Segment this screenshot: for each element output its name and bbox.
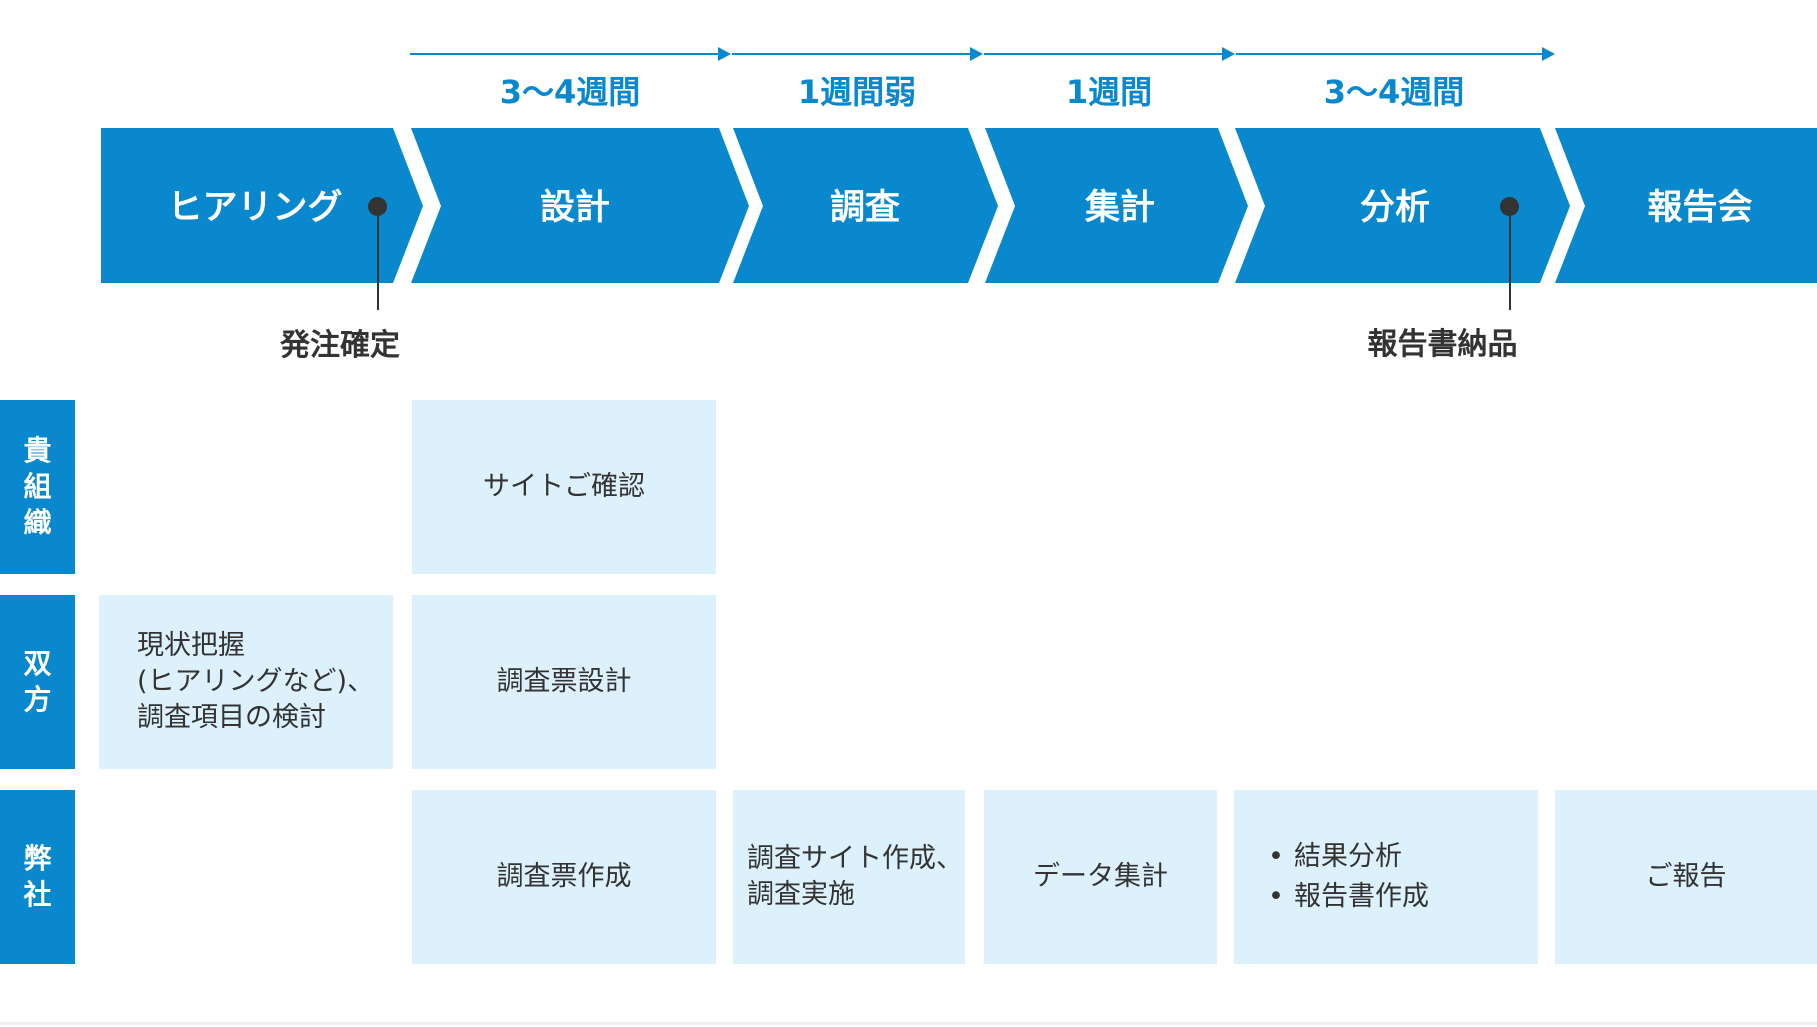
phase-label-report: 報告会 xyxy=(1647,188,1753,228)
task-site-check-text: サイトご確認 xyxy=(483,471,645,502)
phase-chevron-design xyxy=(411,128,749,283)
phase-label-analysis: 分析 xyxy=(1359,188,1430,228)
task-questionnaire-design: 調査票設計 xyxy=(412,595,716,769)
duration-arrow-line-3 xyxy=(984,53,1224,55)
phase-label-hearing: ヒアリング xyxy=(167,188,343,228)
phase-chevron-hearing xyxy=(101,128,423,283)
party-client: 貴組織 xyxy=(0,400,75,574)
task-current-state: 現状把握 (ヒアリングなど)、 調査項目の検討 xyxy=(99,595,393,769)
party-client-label: 貴組織 xyxy=(23,434,52,539)
duration-label-survey: 1週間弱 xyxy=(797,73,917,111)
duration-arrow-line-1 xyxy=(410,53,722,55)
phase-label-survey: 調査 xyxy=(829,188,900,228)
task-data-tabulation-text: データ集計 xyxy=(1033,861,1168,892)
milestone-order-confirmed: 発注確定 xyxy=(280,328,400,363)
list-item: 結果分析 xyxy=(1268,837,1429,877)
party-us: 弊社 xyxy=(0,790,75,964)
duration-label-design: 3〜4週間 xyxy=(499,73,641,111)
phase-chevron-survey xyxy=(733,128,998,283)
list-item: 報告書作成 xyxy=(1268,877,1429,917)
phase-label-tabulation: 集計 xyxy=(1084,188,1155,228)
arrow-right-icon xyxy=(1222,47,1235,61)
arrow-right-icon xyxy=(1542,47,1555,61)
milestone-stem-delivery xyxy=(1509,210,1511,310)
task-report: ご報告 xyxy=(1555,790,1817,964)
task-survey-site-text: 調査サイト作成、 調査実施 xyxy=(747,843,963,910)
task-report-text: ご報告 xyxy=(1645,861,1727,892)
duration-label-tabulation: 1週間 xyxy=(1065,73,1153,111)
phase-label-design: 設計 xyxy=(539,188,610,228)
phase-chevron-analysis xyxy=(1235,128,1570,283)
task-questionnaire-creation-text: 調査票作成 xyxy=(496,861,632,892)
duration-arrow-line-2 xyxy=(732,53,972,55)
party-both-label: 双方 xyxy=(23,647,52,716)
phase-chevron-band xyxy=(101,128,1817,283)
milestone-dot-icon xyxy=(1500,197,1519,216)
phase-chevron-report xyxy=(1555,128,1817,283)
task-survey-site: 調査サイト作成、 調査実施 xyxy=(733,790,965,964)
arrow-right-icon xyxy=(970,47,983,61)
task-site-check: サイトご確認 xyxy=(412,400,716,574)
party-us-label: 弊社 xyxy=(23,842,52,911)
milestone-stem-order xyxy=(377,210,379,310)
task-analysis: 結果分析 報告書作成 xyxy=(1234,790,1538,964)
duration-arrow-line-4 xyxy=(1236,53,1544,55)
milestone-dot-icon xyxy=(368,197,387,216)
task-questionnaire-design-text: 調査票設計 xyxy=(496,666,632,697)
task-data-tabulation: データ集計 xyxy=(984,790,1217,964)
party-both: 双方 xyxy=(0,595,75,769)
arrow-right-icon xyxy=(718,47,731,61)
task-current-state-text: 現状把握 (ヒアリングなど)、 調査項目の検討 xyxy=(137,630,375,733)
task-analysis-list: 結果分析 報告書作成 xyxy=(1262,837,1429,917)
bottom-divider xyxy=(0,1022,1817,1025)
duration-label-analysis: 3〜4週間 xyxy=(1323,73,1465,111)
milestone-report-delivery: 報告書納品 xyxy=(1367,327,1518,362)
phase-chevron-tabulation xyxy=(985,128,1248,283)
task-questionnaire-creation: 調査票作成 xyxy=(412,790,716,964)
